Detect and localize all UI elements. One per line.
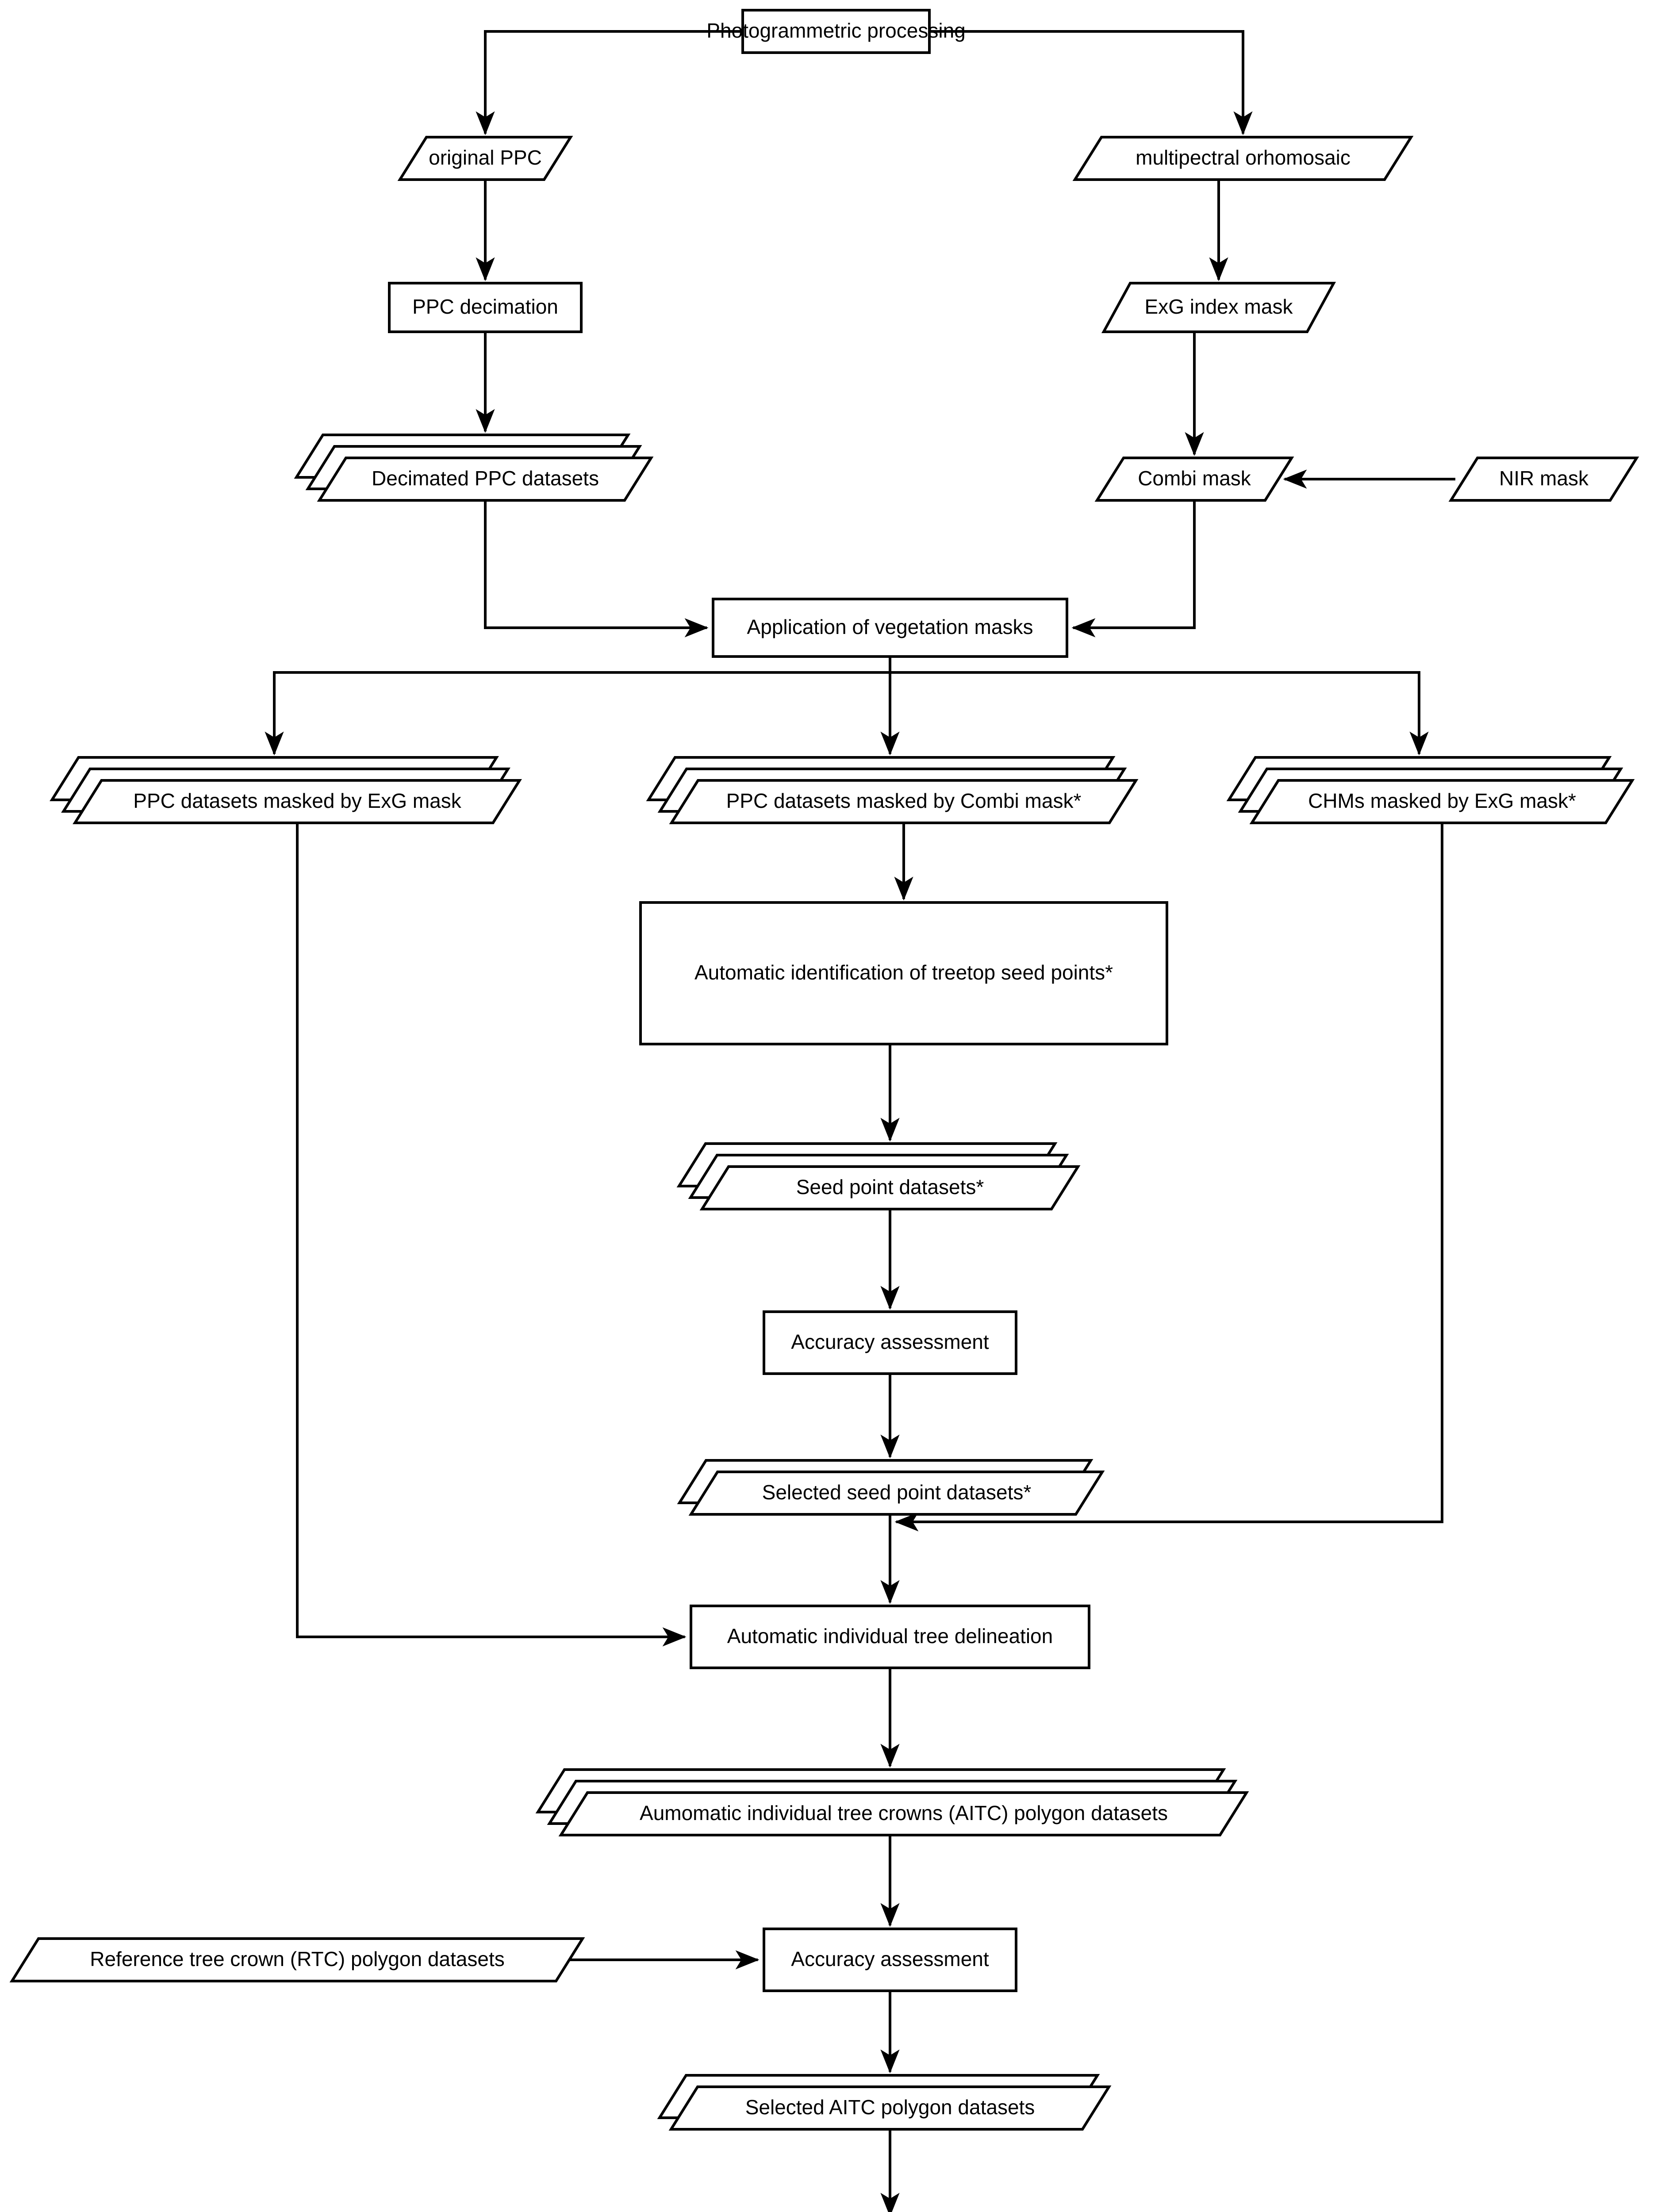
node-automatic_identification_seed_points-shape[interactable] (639, 901, 1168, 1045)
node-decimated_ppc_datasets-shape[interactable] (317, 457, 654, 502)
node-aitc_polygon_datasets-shape[interactable] (558, 1791, 1249, 1836)
node-ppc_decimation-label: PPC decimation (412, 295, 558, 318)
edge-chms-to-delineation (894, 823, 1443, 1532)
edge-combi-mask-to-application (1071, 500, 1196, 637)
node-reference_tree_crown_datasets-shape[interactable] (9, 1937, 585, 1982)
node-automatic_individual_tree_delineation[interactable]: Automatic individual tree delineation (690, 1605, 1090, 1669)
node-selected_aitc_polygon_datasets[interactable]: Selected AITC polygon datasets (657, 2074, 1112, 2131)
node-reference_tree_crown_datasets[interactable]: Reference tree crown (RTC) polygon datas… (9, 1937, 585, 1982)
node-combi_mask-shape[interactable] (1094, 457, 1294, 502)
node-ppc_decimation[interactable]: PPC decimation (388, 282, 583, 333)
node-automatic_individual_tree_delineation-shape[interactable] (690, 1605, 1090, 1669)
node-layer: Photogrammetric processing original PPC mu… (9, 9, 1639, 2131)
node-exg_index_mask-shape[interactable] (1101, 282, 1336, 333)
node-selected_aitc_polygon_datasets-label: Selected AITC polygon datasets (745, 2096, 1035, 2119)
node-seed_point_datasets-label: Seed point datasets* (796, 1175, 984, 1198)
edge-decimated-datasets-to-application (484, 500, 709, 637)
edge-application-to-chms-exg (890, 671, 1429, 756)
edge-ppc-exg-to-delineation (296, 823, 687, 1647)
edge-layer (265, 30, 1455, 2212)
node-ppc_datasets_masked_combi-label: PPC datasets masked by Combi mask* (726, 789, 1082, 812)
node-selected_seed_point_datasets[interactable]: Selected seed point datasets* (677, 1459, 1105, 1516)
node-seed_point_datasets-shape[interactable] (699, 1165, 1081, 1210)
node-combi_mask-label: Combi mask (1138, 467, 1251, 490)
node-chms_masked_exg[interactable]: CHMs masked by ExG mask* (1226, 756, 1635, 824)
node-automatic_identification_seed_points-label: Automatic identification of treetop seed… (694, 961, 1113, 984)
edge-photogrammetric-to-orthomosaic (929, 30, 1253, 135)
node-seed_point_datasets[interactable]: Seed point datasets* (676, 1142, 1081, 1210)
node-multipectral_orhomosaic[interactable]: multipectral orhomosaic (1072, 136, 1414, 181)
node-accuracy_assessment_2-label: Accuracy assessment (791, 1947, 989, 1970)
node-chms_masked_exg-label: CHMs masked by ExG mask* (1308, 789, 1576, 812)
node-selected_seed_point_datasets-shape[interactable] (688, 1471, 1105, 1516)
node-ppc_datasets_masked_combi-shape[interactable] (669, 779, 1139, 824)
node-accuracy_assessment_2-shape[interactable] (763, 1928, 1017, 1992)
edge-application-to-ppc-exg (265, 657, 891, 756)
node-original_ppc-shape[interactable] (397, 136, 573, 181)
node-application_of_vegetation_masks[interactable]: Application of vegetation masks (712, 598, 1068, 658)
node-combi_mask[interactable]: Combi mask (1094, 457, 1294, 502)
node-ppc_datasets_masked_exg[interactable]: PPC datasets masked by ExG mask (50, 756, 522, 824)
node-nir_mask[interactable]: NIR mask (1448, 457, 1639, 502)
node-photogrammetric_processing-label: Photogrammetric processing (706, 19, 965, 42)
node-multipectral_orhomosaic-label: multipectral orhomosaic (1136, 146, 1351, 169)
node-photogrammetric_processing[interactable]: Photogrammetric processing (706, 9, 966, 54)
node-nir_mask-label: NIR mask (1499, 467, 1589, 490)
node-aitc_polygon_datasets-label: Aumomatic individual tree crowns (AITC) … (640, 1801, 1168, 1824)
node-original_ppc[interactable]: original PPC (397, 136, 573, 181)
node-ppc_datasets_masked_combi[interactable]: PPC datasets masked by Combi mask* (646, 756, 1139, 824)
node-exg_index_mask[interactable]: ExG index mask (1101, 282, 1336, 333)
node-application_of_vegetation_masks-label: Application of vegetation masks (747, 615, 1033, 638)
node-ppc_datasets_masked_exg-label: PPC datasets masked by ExG mask (133, 789, 461, 812)
node-nir_mask-shape[interactable] (1448, 457, 1639, 502)
node-accuracy_assessment_2[interactable]: Accuracy assessment (763, 1928, 1017, 1992)
node-photogrammetric_processing-shape[interactable] (741, 9, 931, 54)
node-ppc_decimation-shape[interactable] (388, 282, 583, 333)
edge-photogrammetric-to-original-ppc (476, 30, 743, 135)
node-decimated_ppc_datasets-label: Decimated PPC datasets (372, 467, 599, 490)
node-decimated_ppc_datasets[interactable]: Decimated PPC datasets (294, 434, 654, 502)
node-ppc_datasets_masked_exg-shape[interactable] (73, 779, 522, 824)
node-accuracy_assessment_1-label: Accuracy assessment (791, 1330, 989, 1353)
node-chms_masked_exg-shape[interactable] (1249, 779, 1635, 824)
node-automatic_identification_seed_points[interactable]: Automatic identification of treetop seed… (639, 901, 1168, 1045)
node-accuracy_assessment_1[interactable]: Accuracy assessment (763, 1310, 1017, 1375)
node-original_ppc-label: original PPC (429, 146, 542, 169)
node-selected_seed_point_datasets-label: Selected seed point datasets* (762, 1481, 1032, 1504)
node-application_of_vegetation_masks-shape[interactable] (712, 598, 1068, 658)
node-accuracy_assessment_1-shape[interactable] (763, 1310, 1017, 1375)
node-exg_index_mask-label: ExG index mask (1145, 295, 1293, 318)
node-automatic_individual_tree_delineation-label: Automatic individual tree delineation (727, 1624, 1053, 1647)
node-multipectral_orhomosaic-shape[interactable] (1072, 136, 1414, 181)
node-selected_aitc_polygon_datasets-shape[interactable] (668, 2085, 1112, 2131)
node-reference_tree_crown_datasets-label: Reference tree crown (RTC) polygon datas… (90, 1947, 504, 1970)
node-aitc_polygon_datasets[interactable]: Aumomatic individual tree crowns (AITC) … (535, 1768, 1249, 1836)
